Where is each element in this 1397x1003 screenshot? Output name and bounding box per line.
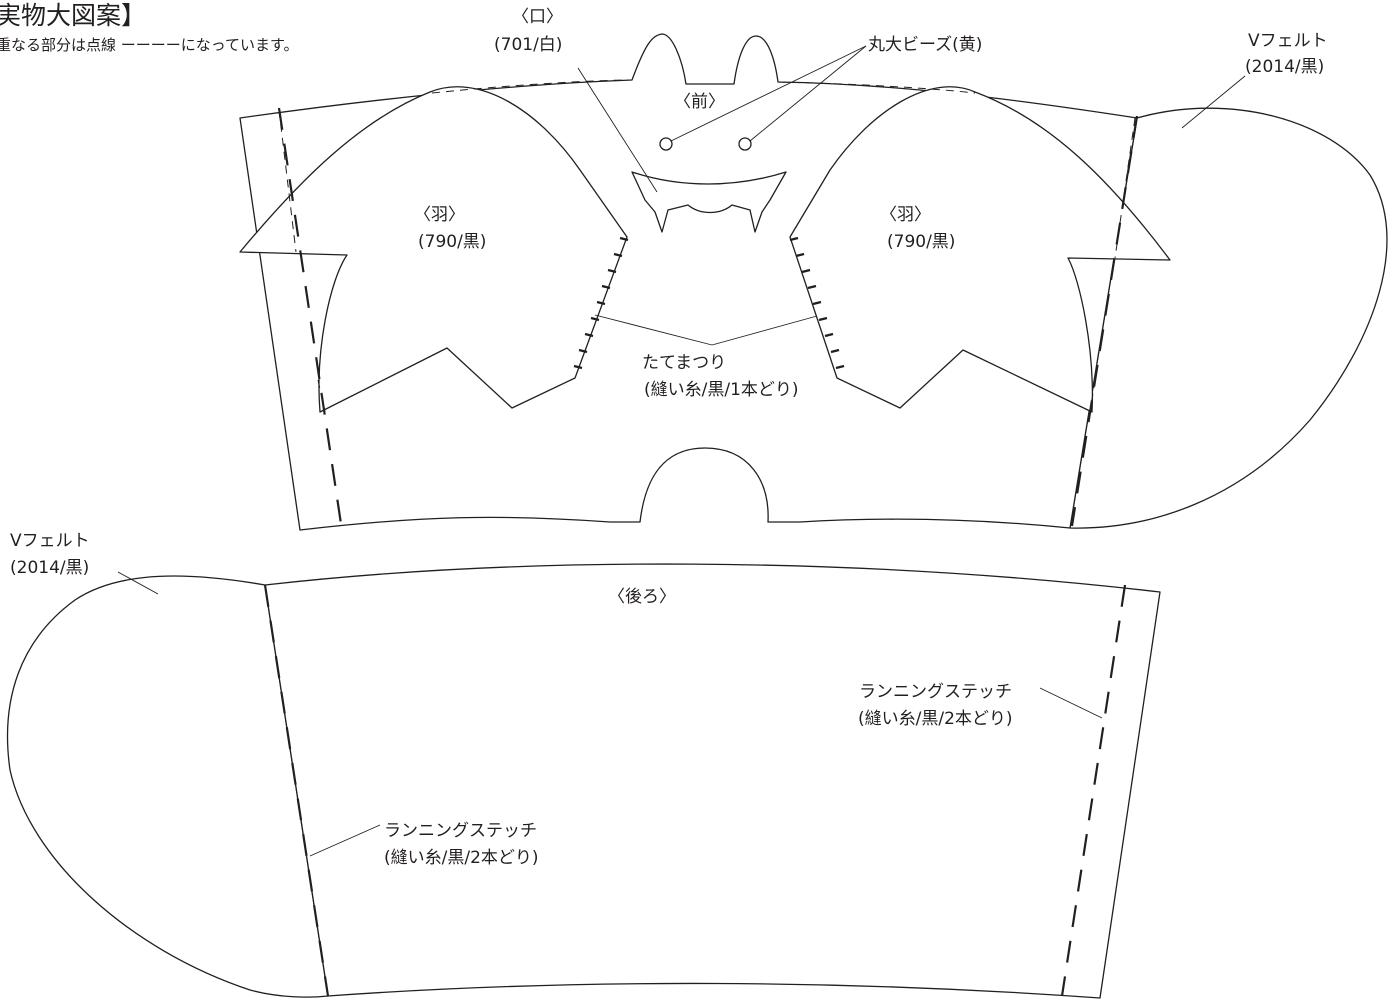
- wing-left-code: (790/黒): [418, 232, 486, 252]
- leader-front-felt: [1181, 75, 1246, 129]
- back-flap-shape: [6, 575, 329, 998]
- leader-mouth: [577, 67, 658, 193]
- beads-label: 丸大ビーズ(黄): [868, 35, 982, 55]
- leader-running-left: [309, 824, 381, 857]
- wing-left-label: 〈羽〉: [414, 205, 465, 225]
- bead-eye-right: [738, 137, 752, 151]
- stitch-label: たてまつり: [642, 353, 726, 373]
- front-section-label: 〈前〉: [674, 92, 725, 112]
- front-stitch-right: [1070, 115, 1139, 527]
- wing-right-shape: [789, 86, 1171, 413]
- running-right-label: ランニングステッチ: [859, 682, 1012, 702]
- wing-right-code: (790/黒): [887, 232, 955, 252]
- front-flap-shape: [1069, 107, 1388, 529]
- leader-running-right: [1039, 687, 1103, 719]
- leader-back-felt: [117, 571, 159, 595]
- bead-eye-left: [659, 137, 673, 151]
- running-right-thread: (縫い糸/黒/2本どり): [858, 709, 1013, 729]
- overlap-top-left: [431, 79, 633, 94]
- running-left-thread: (縫い糸/黒/2本どり): [384, 848, 539, 868]
- front-felt-code: (2014/黒): [1245, 57, 1324, 77]
- wing-left-shape: [239, 86, 628, 413]
- mouth-label: 〈口〉: [512, 7, 563, 27]
- overlap-top-right: [777, 81, 976, 94]
- back-section-label: 〈後ろ〉: [608, 587, 676, 607]
- leader-stitch-left: [594, 314, 713, 346]
- running-left-label: ランニングステッチ: [384, 821, 537, 841]
- leader-bead-left: [670, 45, 867, 142]
- overlap-note: 重なる部分は点線 ーーーーになっています。: [0, 36, 299, 54]
- mouth-code: (701/白): [494, 35, 562, 55]
- whip-stitch-left: [573, 236, 629, 370]
- back-piece: [6, 563, 1161, 999]
- front-felt-label: Vフェルト: [1248, 31, 1328, 51]
- stitch-thread: (縫い糸/黒/1本どり): [644, 380, 799, 400]
- back-felt-label: Vフェルト: [10, 531, 90, 551]
- leader-stitch-right: [711, 315, 818, 346]
- wing-right-label: 〈羽〉: [880, 205, 931, 225]
- leader-bead-right: [749, 45, 867, 142]
- page-title: 実物大図案】: [0, 1, 147, 30]
- back-felt-code: (2014/黒): [10, 558, 89, 578]
- overlap-left-edge: [278, 109, 297, 253]
- mouth-shape: [631, 171, 787, 233]
- whip-stitch-right: [789, 236, 845, 370]
- back-band-shape: [264, 563, 1161, 999]
